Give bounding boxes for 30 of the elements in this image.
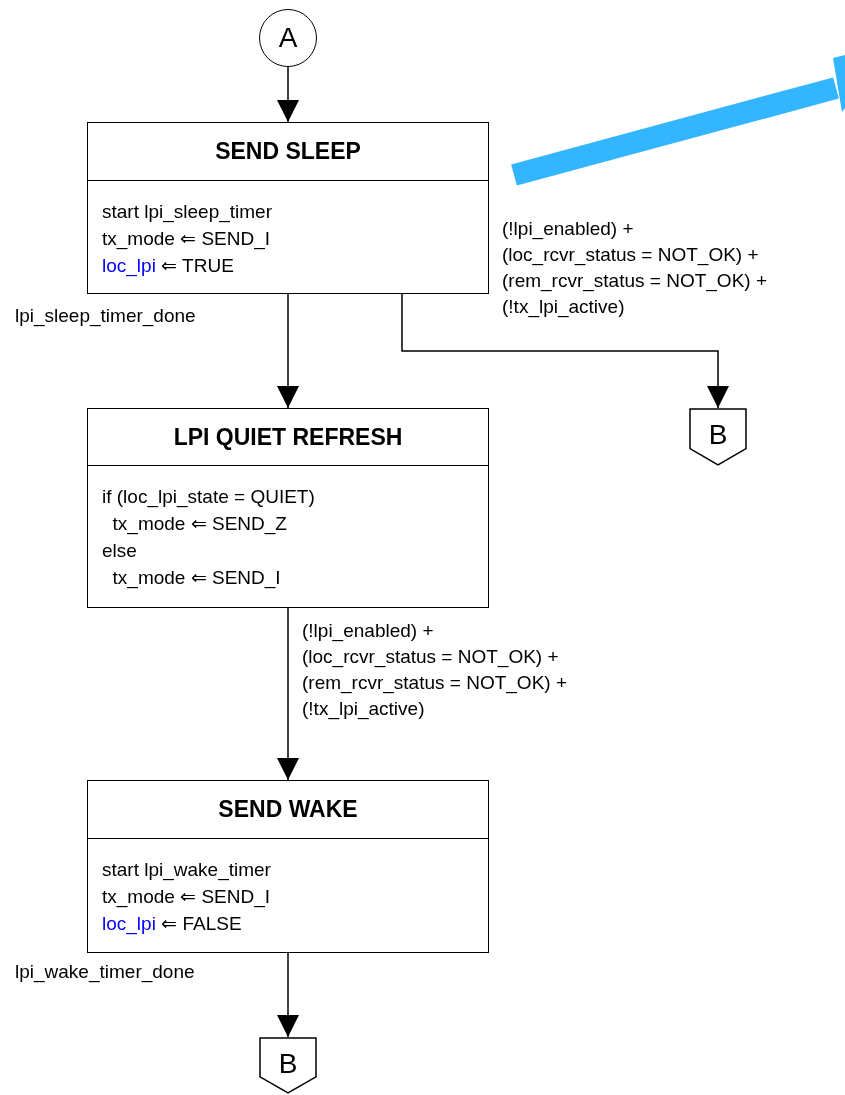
state-box bbox=[87, 780, 489, 953]
action-line: start lpi_wake_timer bbox=[102, 858, 271, 883]
arrow bbox=[277, 66, 299, 123]
connector-label: A bbox=[278, 24, 298, 52]
action-line: tx_mode ⇐ SEND_Z bbox=[111, 512, 287, 537]
action-line: else bbox=[102, 539, 137, 563]
action-line: tx_mode ⇐ SEND_I bbox=[102, 227, 271, 252]
action-line: tx_mode ⇐ SEND_I bbox=[102, 885, 271, 910]
state-title: LPI QUIET REFRESH bbox=[173, 422, 403, 452]
edge-label: (!lpi_enabled) + (loc_rcvr_status = NOT_OK) + (rem_rcvr_status = NOT_OK) + (!tx_lpi_active) bbox=[302, 619, 567, 722]
state-title: SEND WAKE bbox=[218, 795, 358, 825]
arrow bbox=[277, 952, 299, 1038]
state-box bbox=[87, 408, 489, 608]
off-page-connector bbox=[259, 1037, 317, 1094]
arrow bbox=[277, 293, 299, 409]
action-line: if (loc_lpi_state = QUIET) bbox=[102, 485, 315, 510]
connector-label: B bbox=[708, 421, 728, 449]
state-title: SEND SLEEP bbox=[215, 137, 361, 167]
connector-label: B bbox=[278, 1049, 298, 1078]
edge-label: (!lpi_enabled) + (loc_rcvr_status = NOT_OK) + (rem_rcvr_status = NOT_OK) + (!tx_lpi_active) bbox=[502, 217, 767, 320]
arrow bbox=[277, 607, 299, 781]
action-line: start lpi_sleep_timer bbox=[102, 200, 273, 225]
off-page-connector bbox=[689, 408, 747, 466]
arrow bbox=[401, 293, 729, 409]
action-line: loc_lpi ⇐ FALSE bbox=[102, 912, 242, 937]
edge-label: lpi_wake_timer_done bbox=[15, 960, 195, 985]
action-line: tx_mode ⇐ SEND_I bbox=[111, 566, 281, 591]
action-line: loc_lpi ⇐ TRUE bbox=[102, 254, 234, 279]
edge-label: lpi_sleep_timer_done bbox=[15, 304, 196, 329]
state-box bbox=[87, 122, 489, 294]
